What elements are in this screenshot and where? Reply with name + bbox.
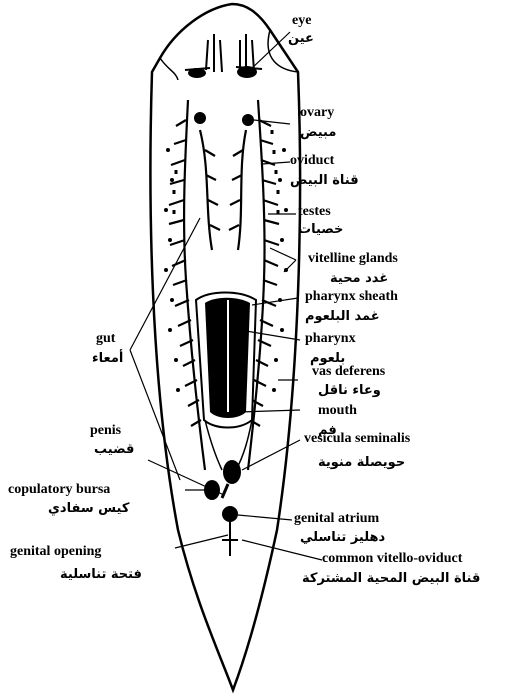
label-vesicula-seminalis-ar: حويصلة منوية bbox=[318, 456, 405, 469]
label-penis-ar: قضيب bbox=[94, 443, 134, 456]
label-gut-ar: أمعاء bbox=[92, 352, 123, 365]
label-vesicula-seminalis: vesicula seminalis bbox=[304, 432, 410, 446]
label-gut: gut bbox=[96, 332, 115, 346]
label-testes: testes bbox=[298, 205, 331, 219]
label-ovary: ovary bbox=[300, 106, 334, 120]
vesicula-seminalis bbox=[223, 460, 241, 484]
label-testes-ar: خصيات bbox=[298, 223, 343, 236]
label-eye: eye bbox=[292, 14, 311, 28]
label-genital-atrium: genital atrium bbox=[294, 512, 379, 526]
label-genital-opening: genital opening bbox=[10, 545, 101, 559]
label-pharynx: pharynx bbox=[305, 332, 356, 346]
label-copulatory-bursa-ar: كيس سفادي bbox=[48, 502, 129, 515]
label-vitelline-glands: vitelline glands bbox=[308, 252, 398, 266]
label-genital-opening-ar: فتحة تناسلية bbox=[60, 568, 142, 581]
label-oviduct-ar: قناة البيض bbox=[290, 174, 359, 187]
label-common-vitello-oviduct-ar: قناة البيض المحية المشتركة bbox=[302, 572, 480, 585]
label-ovary-ar: مبيض bbox=[300, 126, 336, 139]
label-copulatory-bursa: copulatory bursa bbox=[8, 483, 110, 497]
label-oviduct: oviduct bbox=[290, 154, 334, 168]
label-mouth: mouth bbox=[318, 404, 357, 418]
label-eye-ar: عين bbox=[288, 32, 314, 45]
label-vas-deferens: vas deferens bbox=[312, 365, 385, 379]
label-pharynx-sheath-ar: غمد البلعوم bbox=[305, 310, 380, 323]
label-pharynx-sheath: pharynx sheath bbox=[305, 290, 398, 304]
label-vitelline-glands-ar: غدد محية bbox=[330, 272, 388, 285]
label-vas-deferens-ar: وعاء ناقل bbox=[318, 384, 381, 397]
genital-atrium bbox=[222, 506, 238, 522]
label-penis: penis bbox=[90, 424, 121, 438]
label-genital-atrium-ar: دهليز تناسلي bbox=[300, 531, 385, 544]
label-common-vitello-oviduct: common vitello-oviduct bbox=[322, 552, 462, 566]
